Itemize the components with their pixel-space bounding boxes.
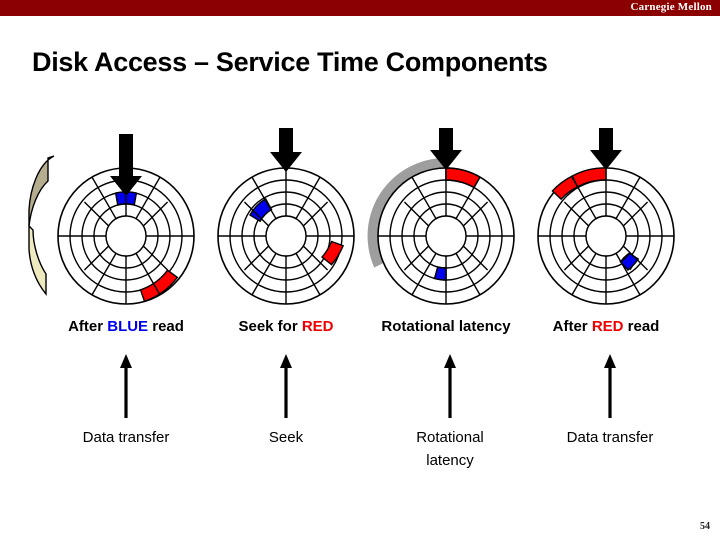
connector-arrow-rotational-latency: [440, 352, 460, 420]
component-label-data-transfer-2: Data transfer: [520, 426, 700, 449]
phase-label-after-blue-read: After BLUE read: [36, 316, 216, 338]
component-label-line1: Seek: [268, 429, 304, 446]
disk-head-arrow: [270, 128, 302, 172]
connector-arrow-data-transfer-2: [600, 352, 620, 420]
phase-label-pre: Seek for: [238, 318, 302, 335]
component-label-line1: Data transfer: [82, 429, 170, 446]
disk-figure-row: [0, 128, 720, 308]
disk-head-arrow: [430, 128, 462, 170]
phase-label-pre: After: [68, 318, 108, 335]
phase-label-pre: After: [552, 318, 592, 335]
disk-after-red-read: [516, 128, 696, 308]
disk-after-blue-read: [36, 128, 216, 308]
component-label-seek: Seek: [196, 426, 376, 449]
component-label-line2: latency: [426, 452, 474, 469]
phase-label-row: After BLUE read Seek for RED Rotational …: [0, 316, 720, 340]
connector-arrow-row: [0, 352, 720, 422]
phase-label-seek-for-red: Seek for RED: [196, 316, 376, 338]
connector-arrow-seek: [276, 352, 296, 420]
component-label-data-transfer-1: Data transfer: [36, 426, 216, 449]
phase-label-post: read: [148, 318, 184, 335]
actuator-arm-graphic: [24, 154, 74, 299]
disk-platter: [537, 167, 675, 305]
disk-head-arrow: [590, 128, 622, 170]
disk-rotational-latency: [356, 128, 536, 308]
disk-platter: [377, 167, 515, 305]
header-band: [0, 0, 720, 16]
component-label-line1: Data transfer: [566, 429, 654, 446]
page-title: Disk Access – Service Time Components: [32, 47, 548, 77]
phase-label-keyword-blue: BLUE: [107, 318, 149, 335]
brand-label: Carnegie Mellon: [630, 1, 712, 13]
disk-seek-for-red: [196, 128, 376, 308]
disk-platter: [57, 167, 195, 305]
phase-label-after-red-read: After RED read: [516, 316, 696, 338]
phase-label-rotational-latency: Rotational latency: [356, 316, 536, 338]
component-label-rotational-latency: Rotational latency: [360, 426, 540, 472]
disk-platter: [217, 167, 355, 305]
disk-head-arrow: [110, 134, 142, 196]
component-label-row: Data transfer Seek Rotational latency Da…: [0, 426, 720, 486]
phase-label-post: read: [623, 318, 660, 335]
phase-label-keyword-red: RED: [591, 318, 624, 335]
phase-label-keyword-red: RED: [301, 318, 334, 335]
page-number: 54: [700, 521, 710, 532]
phase-label-pre: Rotational latency: [381, 318, 511, 335]
connector-arrow-data-transfer-1: [116, 352, 136, 420]
component-label-line1: Rotational: [416, 429, 484, 446]
